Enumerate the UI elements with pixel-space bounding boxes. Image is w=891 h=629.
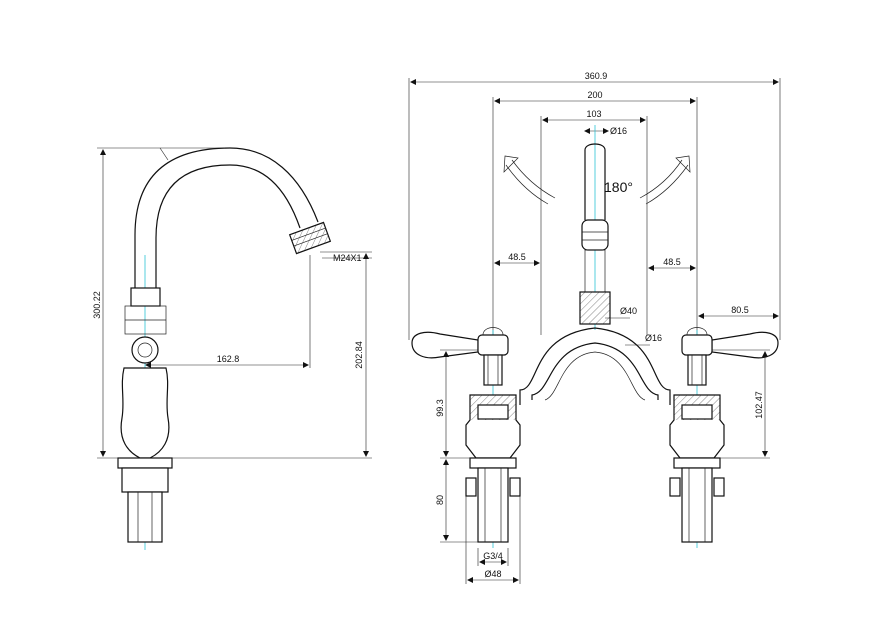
left-lever-handle [411, 331, 479, 359]
handle-reach-label: 80.5 [731, 305, 749, 315]
shank-length-label: 80 [435, 495, 445, 505]
valve-height-left-label: 99.3 [435, 399, 445, 417]
right-shank [681, 467, 713, 543]
spout-nut [581, 219, 609, 251]
spout-tube [584, 143, 606, 220]
bridge-inner-tube [544, 351, 646, 401]
rotation-arrow-left [511, 159, 556, 199]
left-offset-label: 48.5 [508, 252, 526, 262]
right-handle-hub [681, 334, 713, 356]
center-spread-label: 103 [586, 109, 601, 119]
right-offset-label: 48.5 [663, 257, 681, 267]
spout-height-label: 202.84 [354, 341, 364, 369]
gooseneck-spout [134, 147, 319, 300]
front-view: 360.9 200 103 Ø16 180° 48.5 [408, 71, 781, 584]
side-base-nut [121, 467, 169, 493]
handle-spread-label: 200 [587, 90, 602, 100]
overall-width-label: 360.9 [585, 71, 608, 81]
bridge-arch [519, 327, 671, 405]
side-handle-knob [131, 336, 159, 364]
aerator-thread-label: M24X1 [333, 253, 362, 263]
left-base-plate [469, 457, 517, 469]
gooseneck-spout-inner [155, 164, 301, 300]
base-dia-label: Ø48 [484, 569, 501, 579]
right-valve [669, 327, 779, 548]
left-shank [477, 467, 509, 543]
bridge-dia-label: Ø40 [620, 306, 637, 316]
total-height-label: 300.22 [92, 291, 102, 319]
valve-height-right-label: 102.47 [754, 391, 764, 419]
right-lever-handle [711, 331, 779, 359]
tube-dia-label: Ø16 [645, 333, 662, 343]
aerator [288, 221, 332, 255]
right-base-plate [673, 457, 721, 469]
spout-dia-label: Ø16 [610, 126, 627, 136]
side-body [120, 367, 170, 459]
side-view: M24X1 300.22 162.8 202.84 [92, 147, 372, 550]
rotation-label: 180° [604, 179, 633, 195]
spout-collar [130, 287, 161, 307]
side-shank [127, 491, 163, 543]
thread-label: G3/4 [483, 551, 503, 561]
spout-reach-label: 162.8 [217, 354, 240, 364]
rotation-arrow-right [639, 159, 683, 199]
left-valve [411, 327, 521, 548]
side-base [117, 457, 173, 469]
left-handle-hub [477, 334, 509, 356]
